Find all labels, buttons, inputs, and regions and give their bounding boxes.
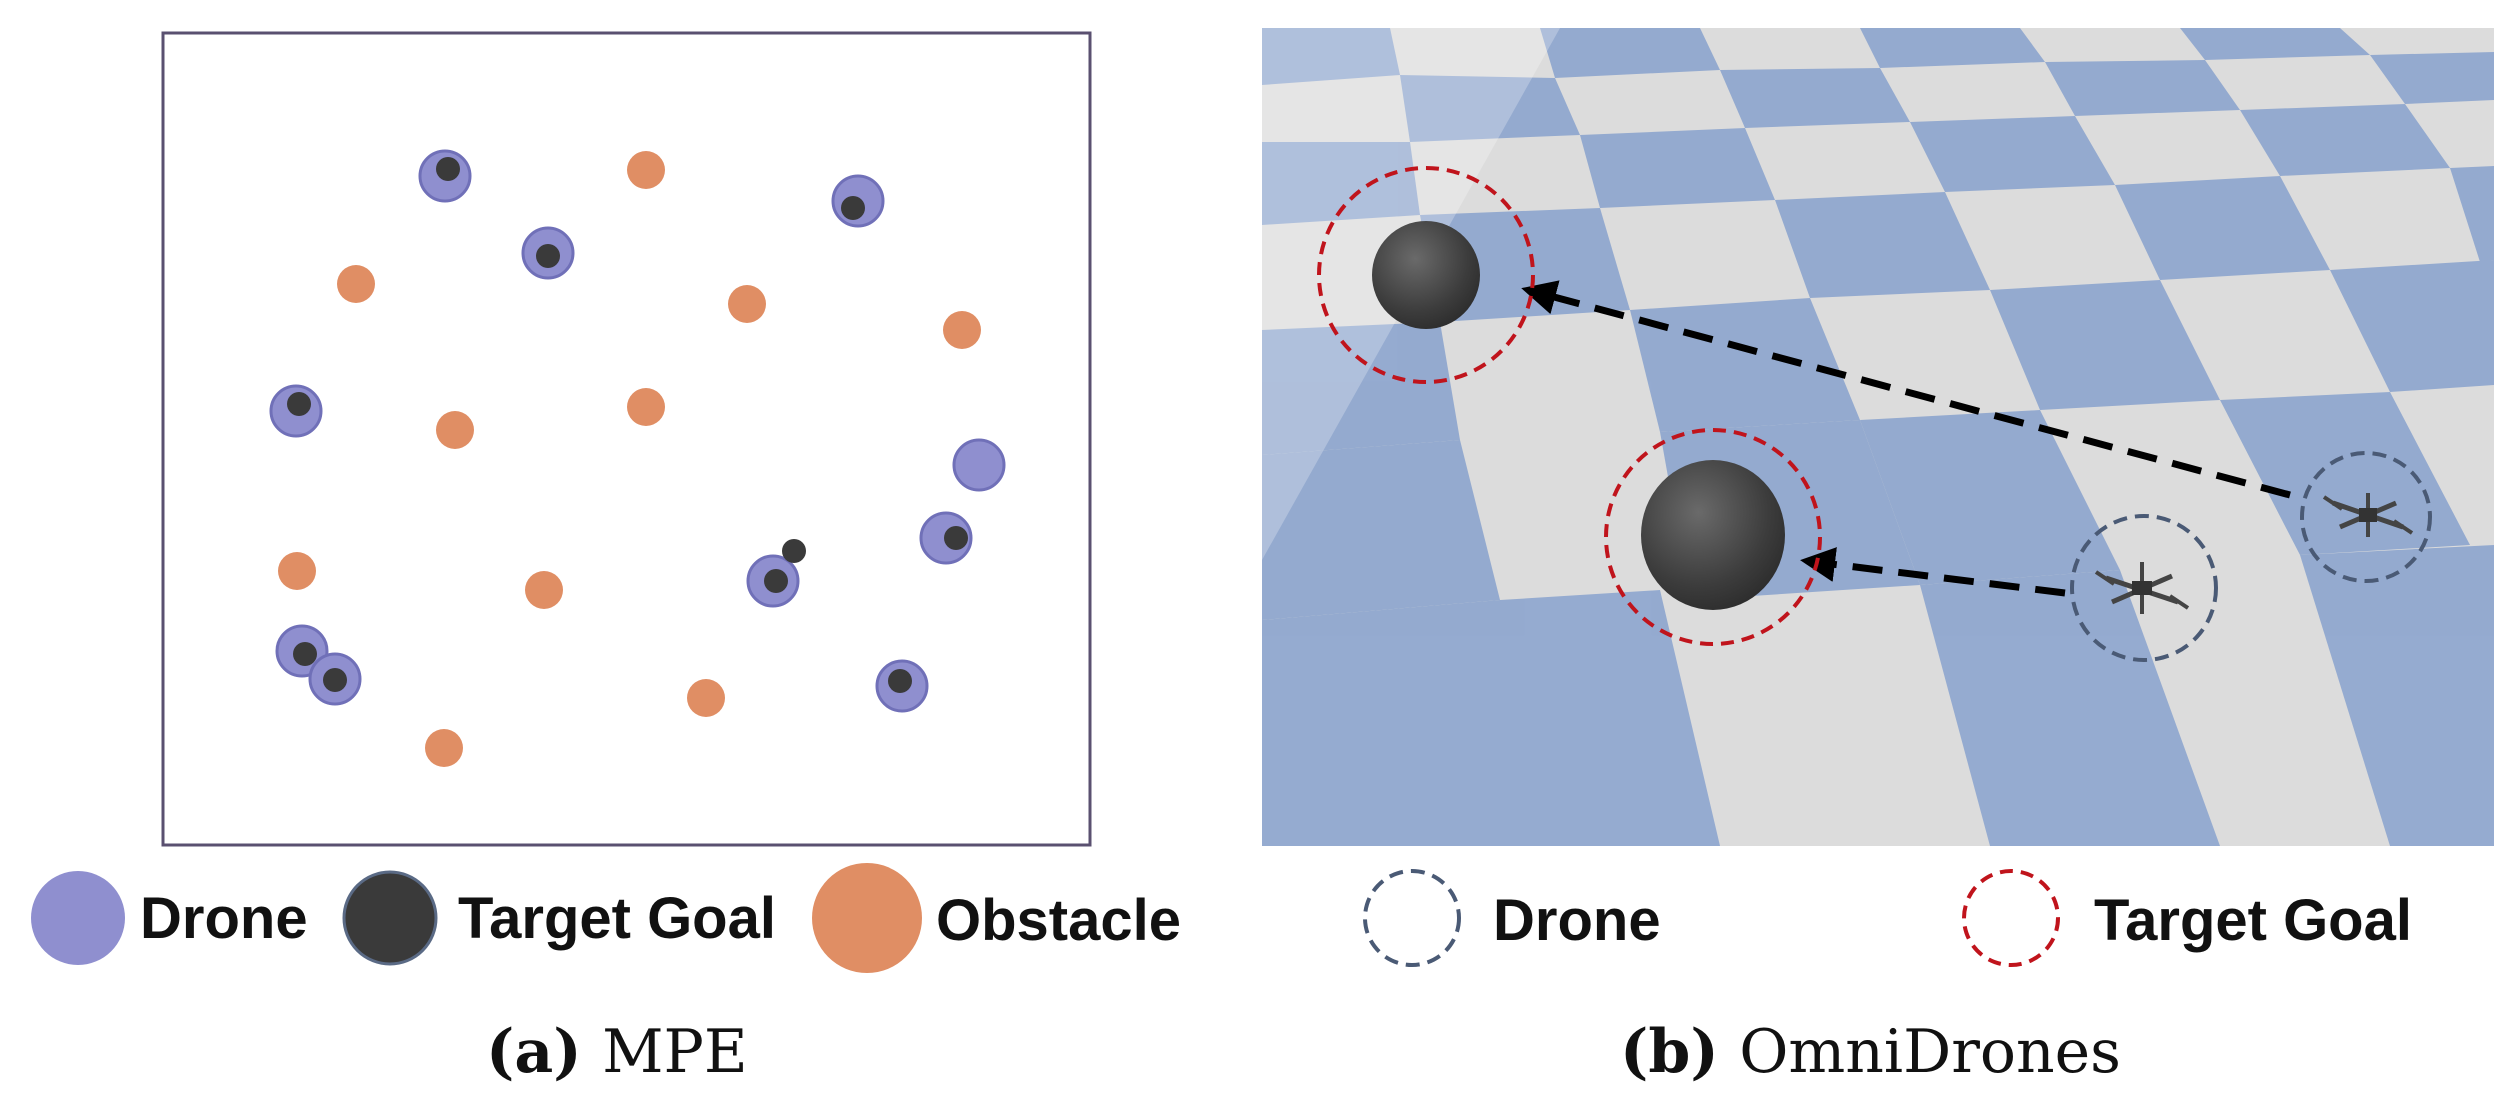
mpe-obstacle-5 xyxy=(436,411,474,449)
mpe-obstacle-10 xyxy=(425,729,463,767)
caption-a: (a) MPE xyxy=(486,1017,748,1087)
goal-ring-near xyxy=(1604,428,1822,646)
mpe-obstacle-3 xyxy=(728,285,766,323)
legend-obstacle-label: Obstacle xyxy=(936,888,1181,953)
mpe-goal-7 xyxy=(764,569,788,593)
omnidrones-panel xyxy=(1262,28,2494,846)
arrow-to-far-goal xyxy=(1521,280,2291,499)
drone-icon-far xyxy=(2322,493,2414,537)
mpe-frame xyxy=(161,31,1092,847)
mpe-goal-4 xyxy=(287,392,311,416)
legend-obstacle-marker xyxy=(812,863,922,973)
mpe-drone-5 xyxy=(952,438,1006,492)
mpe-obstacle-2 xyxy=(337,265,375,303)
drone-icon-near xyxy=(2094,562,2190,614)
caption-b: (b) OmniDrones xyxy=(1620,1017,2121,1087)
mpe-obstacle-8 xyxy=(525,571,563,609)
mpe-obstacle-1 xyxy=(627,151,665,189)
goal-ring-far xyxy=(1317,166,1535,384)
drone-ring-far xyxy=(2300,451,2432,583)
legend-goal-ring xyxy=(1962,869,2060,967)
legend-mpe: Drone Target Goal Obstacle xyxy=(31,863,1181,973)
mpe-obstacle-9 xyxy=(687,679,725,717)
mpe-obstacle-4 xyxy=(943,311,981,349)
legend-goal-label: Target Goal xyxy=(458,886,776,951)
mpe-goal-3 xyxy=(841,196,865,220)
mpe-goal-8 xyxy=(293,642,317,666)
drone-ring-near xyxy=(2070,514,2218,662)
mpe-panel xyxy=(161,31,1092,847)
mpe-goals xyxy=(287,157,968,693)
mpe-obstacle-6 xyxy=(627,388,665,426)
caption-b-letter: (b) xyxy=(1620,1017,1719,1087)
mpe-goal-9 xyxy=(323,668,347,692)
legend-drone-ring xyxy=(1363,869,1461,967)
caption-a-text: MPE xyxy=(602,1017,748,1087)
mpe-goal-1 xyxy=(436,157,460,181)
checker-floor xyxy=(1262,28,2494,846)
mpe-goal-5 xyxy=(944,526,968,550)
caption-a-letter: (a) xyxy=(486,1017,582,1087)
mpe-obstacles xyxy=(278,151,981,767)
legend-drone-label: Drone xyxy=(140,886,308,951)
legend-goal-label-b: Target Goal xyxy=(2094,888,2412,953)
legend-drone-marker xyxy=(31,871,125,965)
mpe-goal-10 xyxy=(888,669,912,693)
mpe-goal-6 xyxy=(782,539,806,563)
legend-omnidrones: Drone Target Goal xyxy=(1363,869,2412,967)
mpe-goal-2 xyxy=(536,244,560,268)
mpe-obstacle-7 xyxy=(278,552,316,590)
legend-goal-marker xyxy=(342,870,438,966)
caption-b-text: OmniDrones xyxy=(1739,1017,2121,1087)
goal-sphere-near xyxy=(1641,460,1785,610)
goal-sphere-far xyxy=(1372,221,1480,329)
legend-drone-label-b: Drone xyxy=(1493,888,1661,953)
